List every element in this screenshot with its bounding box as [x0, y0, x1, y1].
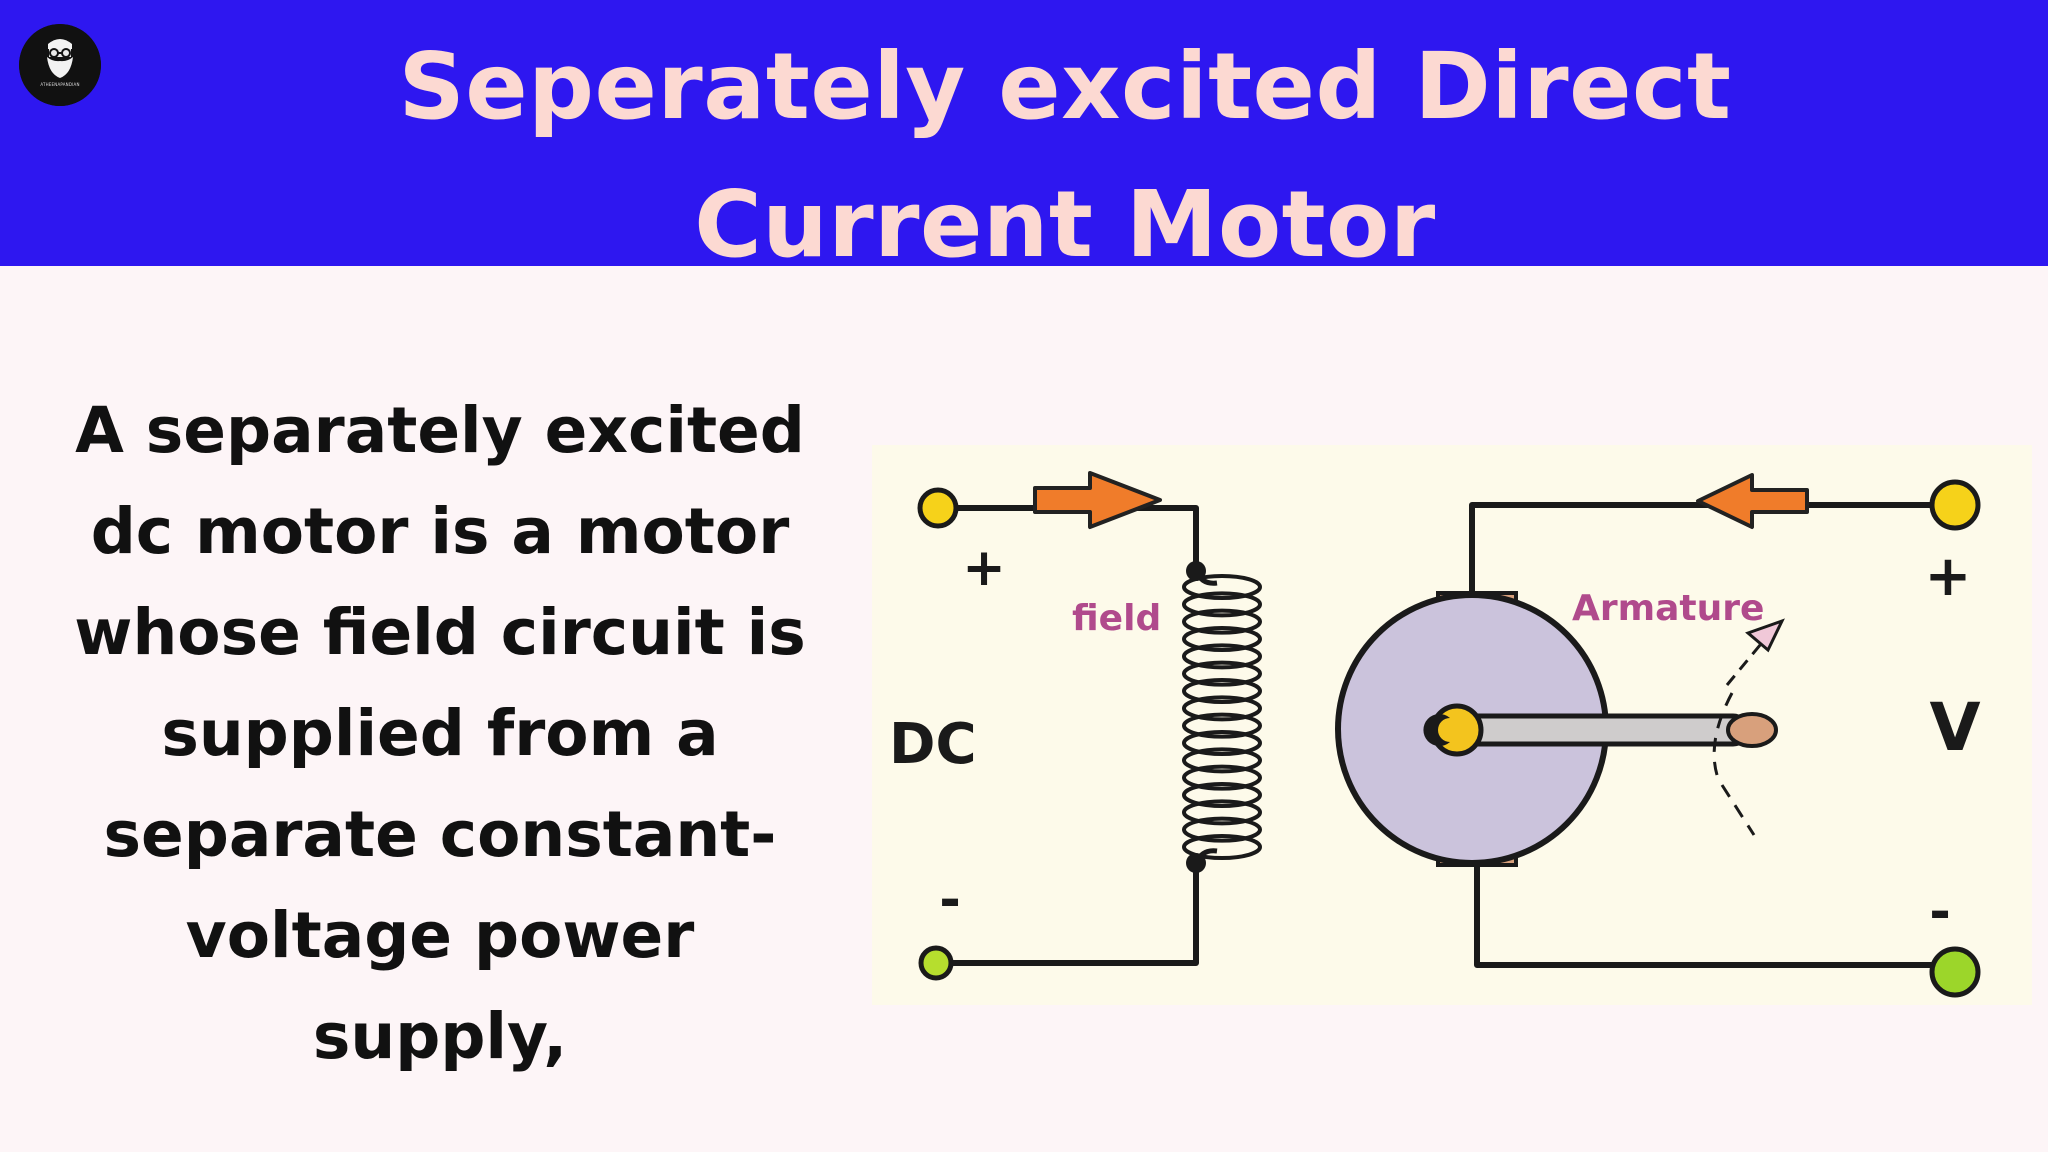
field-circuit-wires: [936, 505, 1199, 966]
coil-turn: [1182, 695, 1262, 722]
coil-turn: [1182, 643, 1262, 670]
page-title: Seperately excited Direct Current Motor: [398, 33, 1732, 278]
coil-turn: [1182, 747, 1262, 774]
coil-turn: [1182, 608, 1262, 635]
coil-turn: [1182, 626, 1262, 652]
coil-top-junction: [1186, 561, 1206, 581]
coil-turn: [1182, 678, 1262, 704]
motor-circuit-diagram: + - DC field + - V Armature: [872, 445, 2032, 1005]
brand-logo: ATHEENAPANDIAN: [19, 24, 101, 106]
coil-turn: [1182, 712, 1262, 739]
right-minus-sign: -: [1929, 882, 1951, 942]
rotation-dashed-curve: [1712, 692, 1734, 776]
coil-turn: [1182, 782, 1262, 808]
left-negative-terminal: [918, 945, 954, 981]
coil-bottom-junction: [1186, 853, 1206, 873]
coil-turn: [1182, 730, 1262, 756]
field-label: field: [1072, 598, 1161, 639]
right-positive-terminal: [1929, 479, 1981, 531]
right-negative-terminal: [1929, 946, 1981, 998]
rotation-arrow-shaft: [1725, 632, 1772, 686]
bearded-man-glasses-icon: [19, 24, 101, 106]
field-current-arrow-icon: [1033, 471, 1162, 529]
left-minus-sign: -: [939, 870, 961, 930]
armature-current-arrow-icon: [1696, 473, 1809, 529]
left-plus-sign: +: [962, 538, 1006, 598]
header-banner: ATHEENAPANDIAN Seperately excited Direct…: [0, 0, 2048, 278]
coil-turn: [1182, 764, 1262, 791]
rotation-dashed-tail: [1720, 784, 1756, 836]
coil-turn: [1182, 816, 1262, 843]
shaft-hub: [1430, 703, 1484, 757]
dc-source-label: DC: [889, 712, 977, 777]
voltage-source-label: V: [1929, 689, 1980, 766]
armature-label: Armature: [1572, 588, 1764, 629]
coil-turn: [1182, 660, 1262, 687]
coil-turn: [1182, 799, 1262, 826]
coil-turn: [1182, 574, 1262, 600]
coil-turn: [1182, 591, 1262, 618]
right-plus-sign: +: [1925, 544, 1972, 609]
shaft-end-cap: [1726, 712, 1778, 748]
left-positive-terminal: [917, 487, 959, 529]
hub-crescent-icon: [1423, 714, 1450, 746]
field-coil: [1182, 569, 1262, 865]
rotation-arrowhead-icon: [1745, 618, 1785, 653]
description-text: A separately excited dc motor is a motor…: [74, 394, 806, 1073]
logo-label: ATHEENAPANDIAN: [40, 82, 80, 87]
coil-turn: [1182, 834, 1262, 860]
motor-shaft: [1454, 713, 1750, 747]
